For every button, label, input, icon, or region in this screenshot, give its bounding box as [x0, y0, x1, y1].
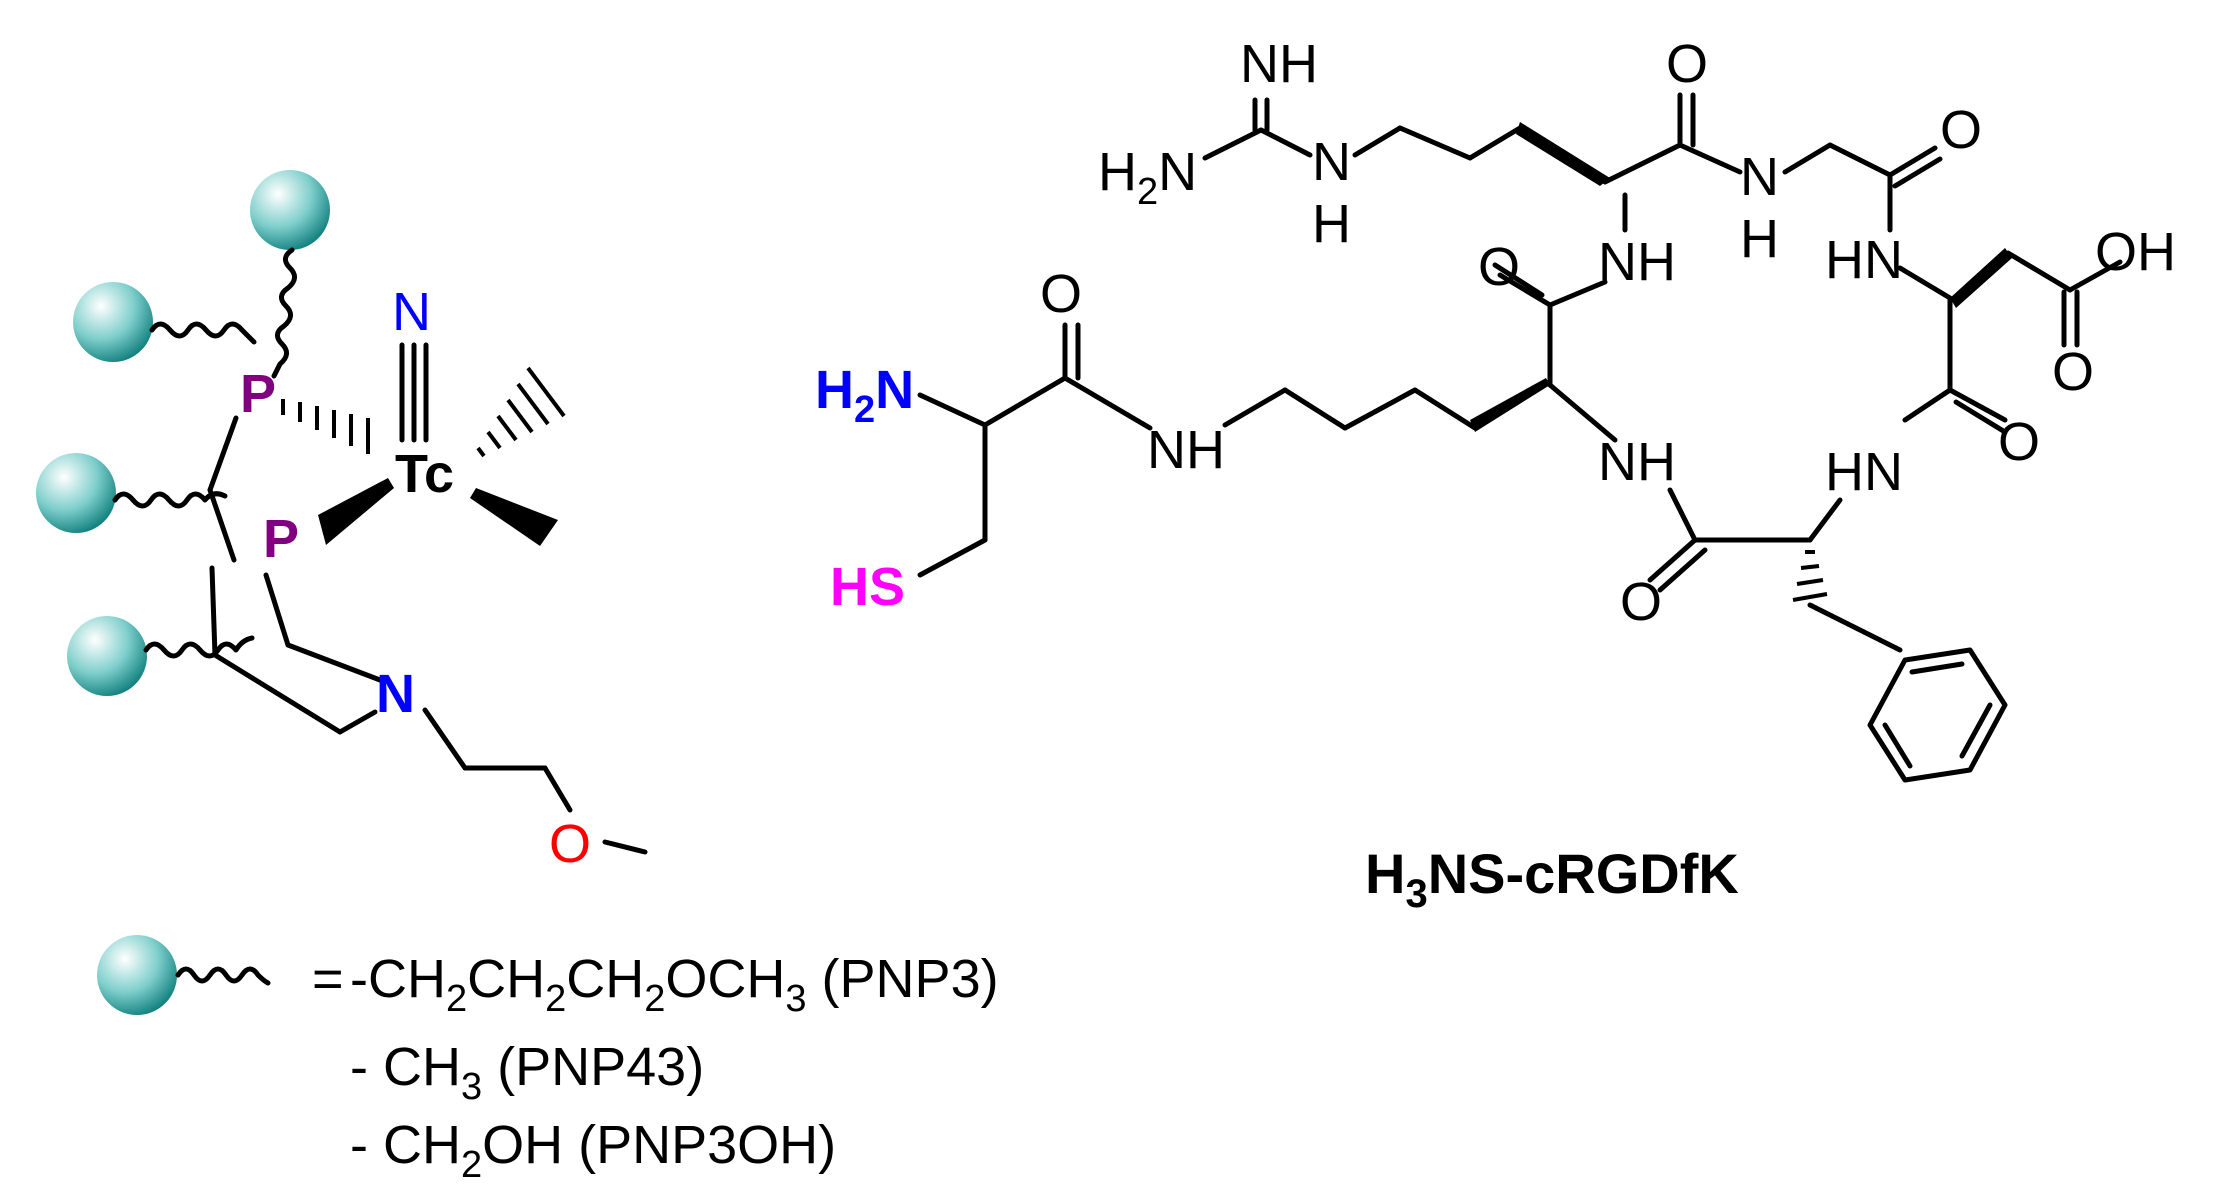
gly-nh-n: N	[1740, 147, 1779, 207]
wavy-linker	[112, 491, 228, 509]
substituent-ball-icon	[67, 616, 147, 696]
phosphorus-atom-1: P	[240, 364, 276, 424]
wavy-linker	[175, 966, 271, 986]
carbonyl-oxygen: O	[1040, 264, 1082, 324]
technetium-atom: Tc	[395, 444, 454, 504]
peptide-structure: NH H2N N H O N H O HN OH O	[815, 34, 2176, 783]
guanidine-h: H	[1312, 194, 1351, 254]
legend-line-pnp3oh: - CH2OH (PNP3OH)	[350, 1115, 836, 1186]
substituent-ball-icon	[36, 453, 116, 533]
terminal-amine: H2N	[815, 360, 914, 431]
wedge-bond	[470, 488, 558, 546]
wavy-linker	[271, 247, 297, 379]
wedge-bond	[1950, 248, 2012, 308]
ether-oxygen: O	[549, 814, 591, 874]
phosphorus-atom-2: P	[263, 509, 299, 569]
carbonyl-oxygen: O	[1620, 572, 1662, 632]
substituent-ball-icon	[250, 170, 330, 250]
gly-nh-h: H	[1740, 209, 1779, 269]
nitride-atom: N	[392, 282, 431, 342]
substituent-ball-icon	[73, 282, 153, 362]
amine-nitrogen: N	[376, 664, 415, 724]
guanidine-h2n: H2N	[1098, 142, 1197, 213]
carbonyl-oxygen: O	[1998, 412, 2040, 472]
substituent-legend: = -CH2CH2CH2OCH3 (PNP3) - CH3 (PNP43) - …	[97, 935, 999, 1186]
lys-nh: NH	[1598, 432, 1676, 492]
hashed-bond	[1792, 550, 1828, 602]
carbonyl-oxygen: O	[2052, 342, 2094, 402]
legend-line-pnp43: - CH3 (PNP43)	[350, 1037, 704, 1108]
thiol-group: HS	[830, 557, 905, 617]
guanidine-n: N	[1312, 132, 1351, 192]
wedge-bond	[1470, 378, 1550, 432]
lys-eps-nh: NH	[1147, 420, 1225, 480]
carbonyl-oxygen: O	[1478, 237, 1520, 297]
phe-hn: HN	[1825, 442, 1903, 502]
wavy-linker	[149, 321, 257, 345]
asp-hn: HN	[1825, 230, 1903, 290]
hashed-bond	[281, 399, 370, 454]
carbonyl-oxygen: O	[1940, 100, 1982, 160]
legend-line-pnp3: -CH2CH2CH2OCH3 (PNP3)	[350, 949, 999, 1020]
phenyl-ring	[1867, 647, 2008, 783]
carboxyl-oh: OH	[2095, 222, 2176, 282]
guanidine-nh: NH	[1240, 34, 1318, 94]
compound-name: H3NS-cRGDfK	[1365, 842, 1739, 916]
wedge-bond	[318, 478, 394, 545]
hashed-bond	[476, 366, 566, 458]
wedge-bond	[1516, 122, 1610, 186]
legend-equals: =	[312, 949, 344, 1009]
tc-complex: P P Tc N	[36, 170, 648, 874]
arg-nh: NH	[1598, 232, 1676, 292]
carbonyl-oxygen: O	[1666, 34, 1708, 94]
substituent-ball-icon	[97, 935, 177, 1015]
wavy-linker	[143, 635, 255, 659]
